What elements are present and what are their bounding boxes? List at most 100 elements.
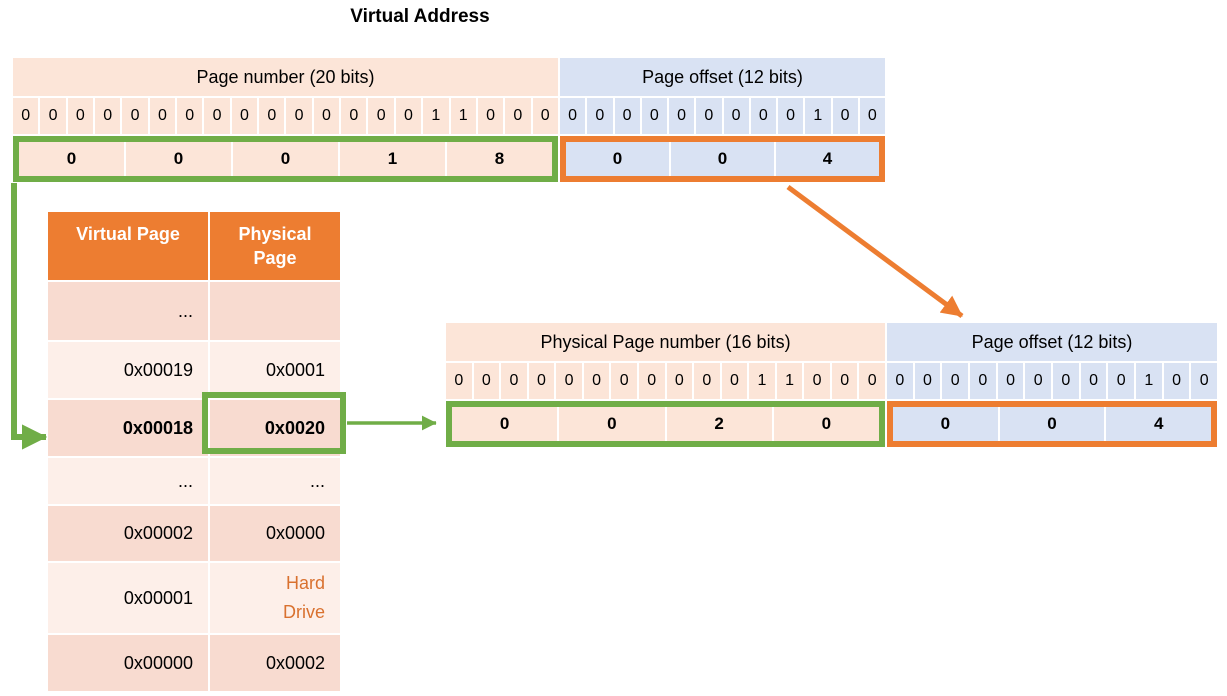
page-table-row: 0x00001 Hard Drive — [48, 563, 340, 633]
bit-cell: 0 — [67, 98, 94, 134]
hex-digit-cell: 8 — [447, 142, 552, 176]
bit-cell: 1 — [805, 98, 831, 134]
bit-cell: 0 — [556, 363, 582, 399]
virtual-page-cell: 0x00018 — [48, 400, 208, 456]
bit-cell: 0 — [259, 98, 285, 134]
bit-cell: 0 — [177, 98, 203, 134]
hex-digit-cell: 0 — [126, 142, 231, 176]
pa-section-headers: Physical Page number (16 bits) Page offs… — [446, 323, 1217, 361]
bit-cell: 0 — [723, 98, 749, 134]
page-table-body: ... 0x00019 0x0001 0x00018 0x0020 ... ..… — [48, 282, 340, 691]
bit-cell: 0 — [204, 98, 230, 134]
bit-cell: 0 — [1053, 363, 1079, 399]
bit-cell: 1 — [423, 98, 449, 134]
bit-cell: 0 — [831, 363, 858, 399]
physical-page-cell: 0x0000 — [210, 506, 340, 561]
page-table-row: ... ... — [48, 458, 340, 504]
physical-page-cell: 0x0020 — [210, 400, 340, 456]
hex-digit-cell: 4 — [776, 142, 879, 176]
bit-cell: 0 — [1108, 363, 1135, 399]
hex-digit-cell: 4 — [1106, 407, 1212, 441]
physical-address-strip: Physical Page number (16 bits) Page offs… — [446, 323, 1218, 447]
bit-cell: 0 — [286, 98, 312, 134]
green-elbow-arrow — [11, 183, 48, 450]
physical-page-cell: 0x0002 — [210, 635, 340, 691]
physical-page-header: Physical Page — [210, 212, 340, 280]
page-table-row: 0x00018 0x0020 — [48, 400, 340, 456]
virtual-page-cell: 0x00019 — [48, 342, 208, 398]
virtual-page-cell: 0x00000 — [48, 635, 208, 691]
virtual-page-cell: ... — [48, 458, 208, 504]
bit-cell: 0 — [587, 98, 613, 134]
hex-digit-cell: 1 — [340, 142, 445, 176]
bit-cell: 0 — [942, 363, 969, 399]
bit-cell: 0 — [528, 363, 555, 399]
bit-cell: 0 — [231, 98, 258, 134]
virtual-page-cell: ... — [48, 282, 208, 340]
bit-cell: 0 — [611, 363, 637, 399]
bit-cell: 0 — [970, 363, 996, 399]
hex-digit-cell: 2 — [666, 407, 772, 441]
page-table-row: 0x00002 0x0000 — [48, 506, 340, 561]
pa-page-number-label: Physical Page number (16 bits) — [446, 323, 885, 361]
bit-cell: 0 — [1080, 363, 1107, 399]
bit-cell: 0 — [149, 98, 176, 134]
bit-cell: 0 — [914, 363, 941, 399]
bit-cell: 0 — [641, 98, 667, 134]
bit-cell: 0 — [473, 363, 500, 399]
bit-cell: 1 — [749, 363, 775, 399]
bit-cell: 0 — [477, 98, 504, 134]
bit-cell: 0 — [446, 363, 472, 399]
bit-cell: 0 — [341, 98, 367, 134]
bit-cell: 0 — [395, 98, 422, 134]
bit-cell: 0 — [560, 98, 586, 134]
page-table-header: Virtual Page Physical Page — [48, 212, 340, 280]
bit-cell: 0 — [501, 363, 527, 399]
bit-cell: 0 — [532, 98, 558, 134]
diagram-title: Virtual Address — [350, 6, 490, 27]
virtual-page-cell: 0x00001 — [48, 563, 208, 633]
virtual-address-strip: Page number (20 bits) Page offset (12 bi… — [13, 58, 885, 182]
bit-cell: 0 — [750, 98, 776, 134]
bit-cell: 0 — [778, 98, 804, 134]
va-page-offset-label: Page offset (12 bits) — [560, 58, 885, 96]
bit-cell: 0 — [669, 98, 695, 134]
bit-cell: 0 — [638, 363, 665, 399]
bit-cell: 0 — [1025, 363, 1052, 399]
hex-digit-cell: 0 — [452, 407, 558, 441]
page-table-row: 0x00019 0x0001 — [48, 342, 340, 398]
bit-cell: 0 — [122, 98, 148, 134]
hex-digit-cell: 0 — [559, 407, 665, 441]
hex-digit-cell: 0 — [671, 142, 774, 176]
virtual-page-cell: 0x00002 — [48, 506, 208, 561]
bit-cell: 0 — [859, 363, 885, 399]
bit-cell: 0 — [614, 98, 640, 134]
bit-cell: 0 — [583, 363, 610, 399]
hex-digit-cell: 0 — [893, 407, 998, 441]
page-table-row: ... — [48, 282, 340, 340]
hex-digit-cell: 0 — [999, 407, 1105, 441]
bit-cell: 0 — [95, 98, 121, 134]
page-table: Virtual Page Physical Page ... 0x00019 0… — [48, 212, 340, 691]
bit-cell: 0 — [313, 98, 340, 134]
bit-cell: 1 — [1136, 363, 1162, 399]
hex-digit-cell: 0 — [19, 142, 124, 176]
bit-cell: 0 — [696, 98, 722, 134]
physical-page-cell — [210, 282, 340, 340]
hex-digit-cell: 0 — [233, 142, 338, 176]
bit-cell: 0 — [887, 363, 913, 399]
bit-cell: 1 — [450, 98, 476, 134]
physical-page-cell: 0x0001 — [210, 342, 340, 398]
pa-page-offset-label: Page offset (12 bits) — [887, 323, 1217, 361]
bit-cell: 1 — [776, 363, 803, 399]
